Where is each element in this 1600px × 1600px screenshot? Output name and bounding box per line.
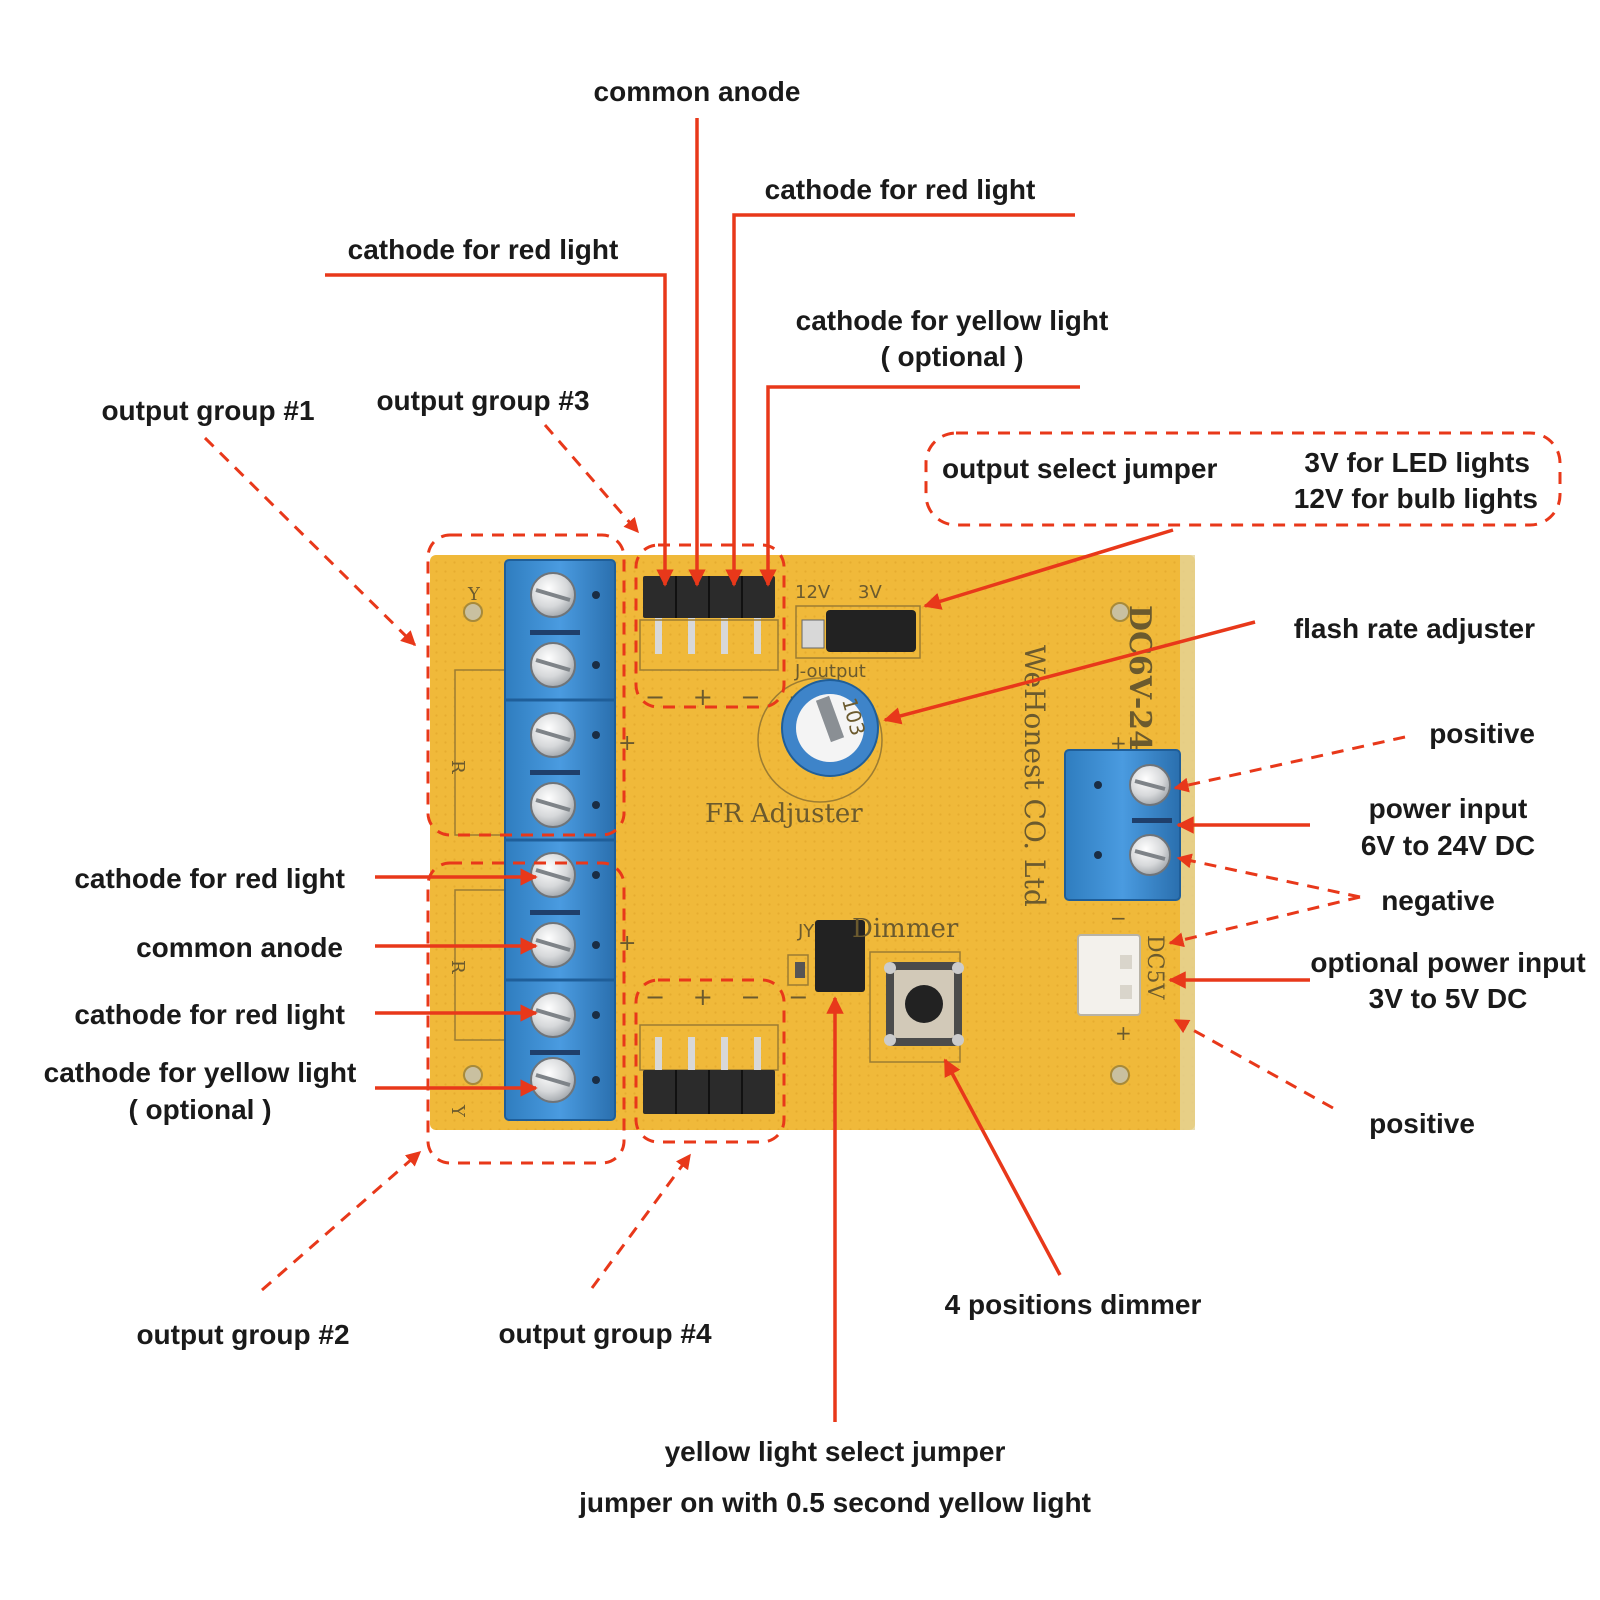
label-top-cathode-yellow-optional: ( optional ) — [880, 341, 1023, 372]
leader-cathode-red-left — [325, 273, 674, 587]
label-top-cathode-yellow: cathode for yellow light — [796, 305, 1109, 336]
leader-group-1 — [203, 436, 417, 647]
pin-header-bottom[interactable] — [639, 1024, 779, 1114]
silk-plus-left-top: + — [618, 731, 636, 756]
silk-3v: 3V — [858, 582, 882, 603]
optional-power-connector[interactable] — [1077, 934, 1141, 1016]
leader-group-2 — [261, 1150, 422, 1292]
silk-r-bottom: R — [447, 960, 468, 974]
label-left-cathode-yellow-optional: ( optional ) — [128, 1094, 271, 1125]
screw-terminal[interactable] — [530, 782, 576, 828]
screw-terminal[interactable] — [530, 712, 576, 758]
board-texture — [430, 555, 1195, 1130]
silk-j-output: J-output — [794, 661, 866, 682]
label-output-select-jumper: output select jumper — [942, 453, 1217, 484]
terminal-block-left — [504, 559, 616, 1121]
silk-maker: WeHonest CO. Ltd — [1018, 645, 1051, 907]
silk-header-bottom-marks: − + − − — [645, 983, 818, 1011]
label-left-cathode-red-1: cathode for red light — [74, 863, 345, 894]
label-yellow-jumper-note: jumper on with 0.5 second yellow light — [578, 1487, 1091, 1518]
label-optional-power-range: 3V to 5V DC — [1369, 983, 1528, 1014]
label-left-cathode-red-2: cathode for red light — [74, 999, 345, 1030]
leader-group-3 — [543, 424, 640, 534]
output-select-callout-box — [924, 431, 1562, 527]
label-optional-power-input: optional power input — [1310, 947, 1585, 978]
label-dimmer: 4 positions dimmer — [945, 1289, 1202, 1320]
power-screw-positive[interactable] — [1129, 764, 1171, 806]
label-power-input: power input — [1369, 793, 1528, 824]
label-flash-rate-adjuster: flash rate adjuster — [1294, 613, 1535, 644]
label-left-common-anode: common anode — [136, 932, 343, 963]
screw-terminal[interactable] — [530, 852, 576, 898]
output-select-jumper[interactable] — [795, 605, 921, 659]
screw-terminal[interactable] — [530, 642, 576, 688]
label-top-common-anode: common anode — [594, 76, 801, 107]
label-positive-bottom: positive — [1369, 1108, 1475, 1139]
annotation-labels: common anode cathode for red light catho… — [44, 76, 1586, 1518]
leader-cathode-red-right — [725, 213, 1075, 587]
leader-cathode-yellow-top — [759, 385, 1080, 587]
leader-positive-bottom — [1173, 1018, 1334, 1110]
mounting-hole — [1110, 1065, 1130, 1085]
power-screw-negative[interactable] — [1129, 834, 1171, 876]
group-outline-3 — [634, 543, 786, 709]
silk-r-top: R — [447, 760, 468, 774]
pcb-board: Y R R Y + + — [430, 555, 1195, 1130]
label-output-group-4: output group #4 — [498, 1318, 712, 1349]
screw-terminal[interactable] — [530, 992, 576, 1038]
mounting-hole — [1110, 602, 1130, 622]
silk-12v: 12V — [795, 582, 831, 603]
label-positive-top: positive — [1429, 718, 1535, 749]
label-bulb-lights: 12V for bulb lights — [1294, 483, 1538, 514]
leader-output-select — [923, 528, 1174, 610]
group-outline-1 — [426, 533, 626, 837]
label-output-group-2: output group #2 — [136, 1319, 349, 1350]
leader-lines — [203, 118, 1406, 1422]
mounting-hole — [463, 1065, 483, 1085]
group-outline-2 — [426, 861, 626, 1165]
silk-power-minus: − — [1110, 906, 1127, 930]
yellow-select-jumper[interactable] — [787, 920, 865, 992]
label-top-cathode-red-right: cathode for red light — [765, 174, 1036, 205]
silk-opt-plus: + — [1115, 1021, 1132, 1045]
leader-positive-top — [1173, 735, 1406, 793]
silk-dc-voltage: DC6V-24V — [1122, 605, 1157, 775]
leader-group-4 — [590, 1153, 692, 1289]
silk-fr-adjuster: FR Adjuster — [705, 799, 863, 829]
leader-flash-rate — [883, 620, 1256, 725]
power-terminal-block — [1064, 749, 1181, 901]
label-output-group-3: output group #3 — [376, 385, 589, 416]
silk-y-top: Y — [467, 584, 481, 605]
silk-dc5v: DC5V — [1142, 935, 1167, 1000]
screw-terminal[interactable] — [530, 1057, 576, 1103]
label-top-cathode-red-left: cathode for red light — [348, 234, 619, 265]
silk-dimmer: Dimmer — [852, 914, 959, 944]
label-power-input-range: 6V to 24V DC — [1361, 830, 1535, 861]
leader-dimmer — [943, 1058, 1062, 1276]
screw-terminal[interactable] — [530, 922, 576, 968]
label-yellow-select-jumper: yellow light select jumper — [665, 1436, 1006, 1467]
silk-plus-left-bottom: + — [618, 931, 636, 956]
silk-y-bottom: Y — [447, 1104, 468, 1118]
flash-rate-potentiometer[interactable] — [757, 677, 883, 803]
dimmer-push-button[interactable] — [869, 951, 964, 1063]
label-led-lights: 3V for LED lights — [1304, 447, 1530, 478]
label-left-cathode-yellow: cathode for yellow light — [44, 1057, 357, 1088]
leader-negative-1 — [1176, 853, 1361, 899]
silk-power-plus: + — [1110, 731, 1127, 755]
group-outline-4 — [634, 978, 786, 1144]
leader-negative-2 — [1168, 895, 1361, 948]
label-negative: negative — [1381, 885, 1495, 916]
silk-jy: JY — [797, 921, 815, 942]
mounting-hole — [463, 602, 483, 622]
label-output-group-1: output group #1 — [101, 395, 314, 426]
screw-terminal[interactable] — [530, 572, 576, 618]
